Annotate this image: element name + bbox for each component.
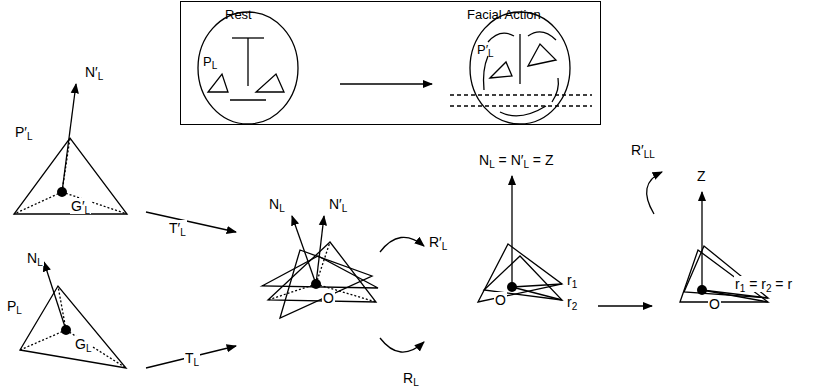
symbol-label: NL = N′L = Z	[478, 152, 555, 168]
frame-box: Rest Facial ActionPL P′L	[180, 1, 601, 125]
symbol-label: N′L	[84, 64, 104, 80]
symbol-label: Z	[696, 168, 707, 184]
symbol-label: P′L	[14, 124, 34, 140]
symbol-label: T′L	[168, 220, 187, 236]
symbol-label: PL	[6, 298, 23, 314]
triangle	[14, 138, 127, 214]
symbol-label: O	[322, 290, 335, 306]
symbol-label: r1	[566, 272, 578, 288]
symbol-label: NL	[268, 196, 286, 212]
panel-title: Rest	[225, 7, 252, 22]
panel-title: Facial Action	[467, 7, 541, 22]
patch-label: P′L	[477, 42, 494, 57]
symbol-label: r2	[566, 294, 578, 310]
symbol-label: GL	[74, 336, 92, 352]
symbol-label: R′LL	[630, 142, 656, 158]
symbol-label: G′L	[70, 198, 91, 214]
triangle	[20, 286, 126, 368]
patch-label: PL	[203, 54, 217, 69]
symbol-label: N′L	[328, 196, 348, 212]
symbol-label: RL	[402, 370, 420, 386]
face-outline	[470, 12, 570, 124]
symbol-label: O	[494, 292, 507, 308]
symbol-label: TL	[184, 350, 200, 366]
symbol-label: R′L	[428, 234, 448, 250]
face-outline	[198, 12, 298, 124]
symbol-label: r1 = r2 = r	[734, 276, 793, 292]
symbol-label: NL	[26, 250, 44, 266]
symbol-label: O	[708, 296, 721, 312]
